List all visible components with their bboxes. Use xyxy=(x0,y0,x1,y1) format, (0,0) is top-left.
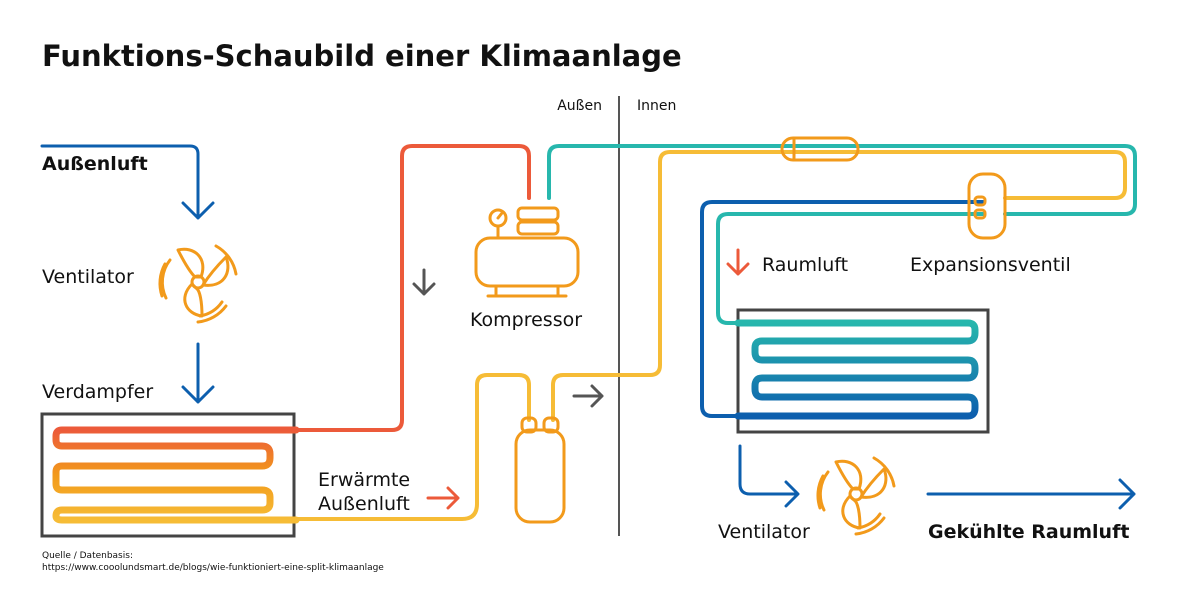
source-url: https://www.cooolundsmart.de/blogs/wie-f… xyxy=(42,563,384,573)
filter-drier-icon xyxy=(780,136,860,162)
expansion-valve-icon xyxy=(967,172,1007,240)
label-evaporator: Verdampfer xyxy=(42,381,153,403)
compressor-icon xyxy=(474,206,580,298)
label-cooled-air: Gekühlte Raumluft xyxy=(928,521,1129,543)
outside-air-arrow xyxy=(40,144,215,220)
label-fan-inside: Ventilator xyxy=(718,521,810,543)
fan-inside-icon xyxy=(816,456,896,536)
evaporator-frame xyxy=(40,412,296,538)
hot-gas-pipe xyxy=(294,144,531,432)
label-outside-air: Außenluft xyxy=(42,153,148,175)
source-label: Quelle / Datenbasis: xyxy=(42,551,133,561)
cold-liquid-pipe xyxy=(700,200,985,418)
label-compressor: Kompressor xyxy=(470,309,582,331)
indoor-coil xyxy=(734,319,979,420)
label-warmed-air-1: Erwärmte xyxy=(318,469,410,491)
side-label-outside: Außen xyxy=(557,98,602,114)
warmed-air-arrow xyxy=(426,486,460,510)
page-title: Funktions-Schaubild einer Klimaanlage xyxy=(42,39,682,73)
evaporator-coil xyxy=(52,426,300,524)
flow-to-inside-arrow xyxy=(572,384,604,408)
label-warmed-air-2: Außenluft xyxy=(318,493,410,515)
cooled-air-arrow xyxy=(926,478,1136,510)
hot-flow-down-arrow xyxy=(412,268,436,296)
liquid-pipe-inside xyxy=(551,150,1127,422)
label-expansion-valve: Expansionsventil xyxy=(910,254,1071,276)
label-room-air: Raumluft xyxy=(762,254,848,276)
cold-gas-pipe xyxy=(547,144,1137,216)
room-air-arrow xyxy=(726,248,750,276)
label-fan-outside: Ventilator xyxy=(42,266,134,288)
fan-outside-icon xyxy=(158,244,238,324)
liquid-pipe xyxy=(294,373,531,521)
fan-to-evaporator-arrow xyxy=(181,342,215,404)
cold-return-pipe xyxy=(716,212,985,325)
receiver-tank-icon xyxy=(514,416,566,524)
indoor-coil-frame xyxy=(736,308,990,434)
coil-to-fan-arrow xyxy=(738,444,800,508)
side-label-inside: Innen xyxy=(637,98,676,114)
